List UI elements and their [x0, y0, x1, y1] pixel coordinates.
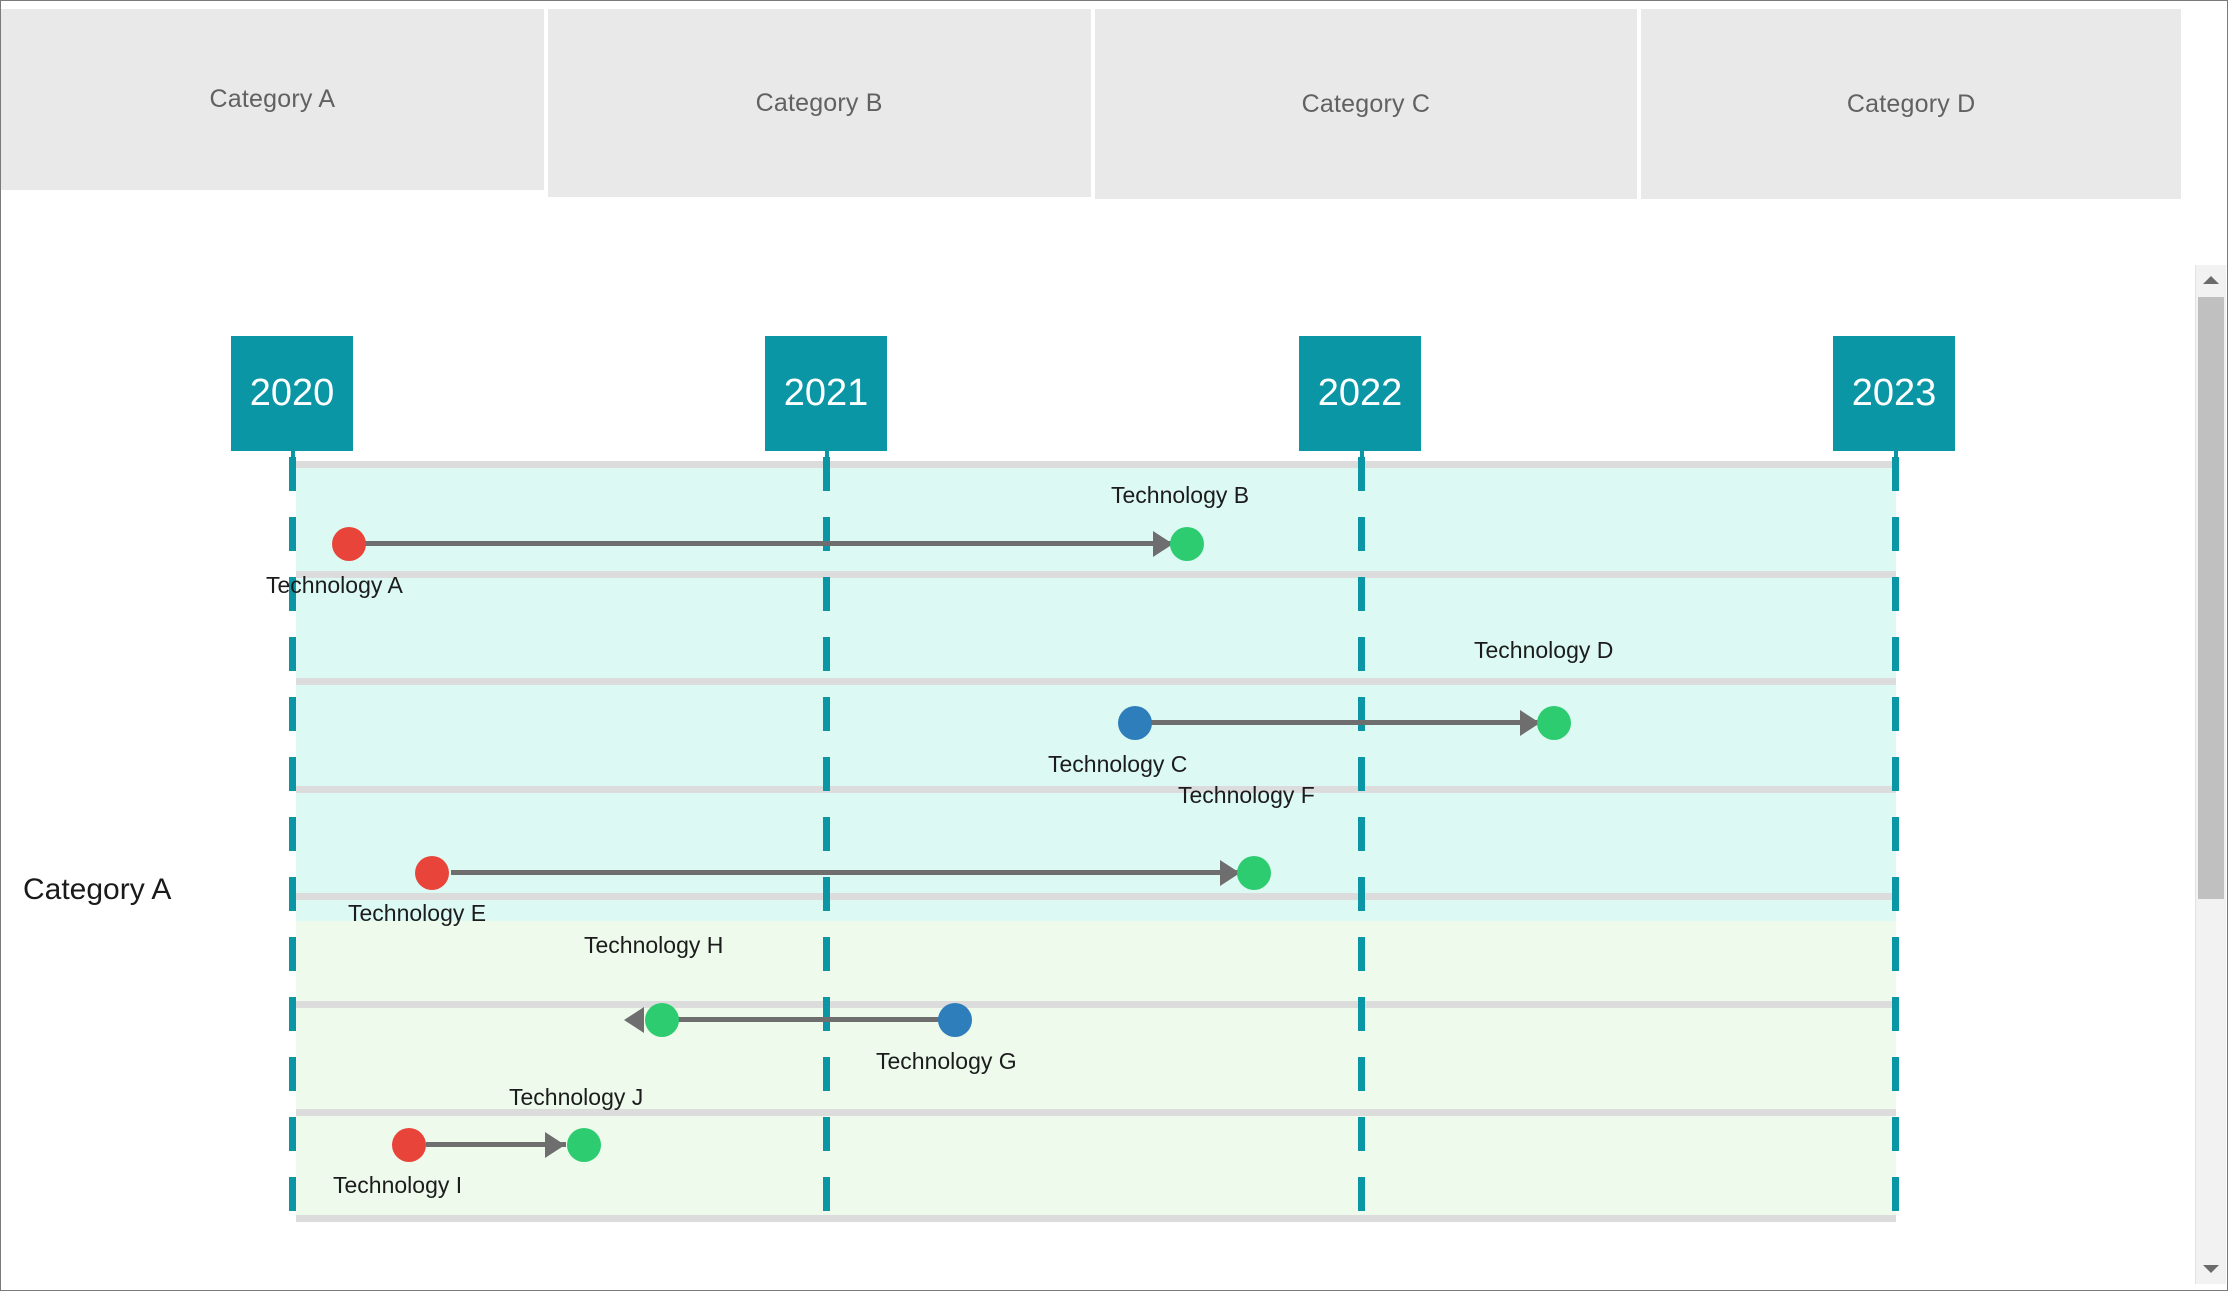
row-rule [296, 1001, 1896, 1008]
node-technology-c[interactable] [1118, 706, 1152, 740]
year-guide-2021 [823, 199, 830, 1284]
node-technology-b[interactable] [1170, 527, 1204, 561]
node-label-technology-e: Technology E [348, 900, 487, 926]
node-technology-h[interactable] [645, 1003, 679, 1037]
row-rule [296, 571, 1896, 578]
year-stem-2020 [291, 451, 295, 465]
arrowhead-a-to-b [1153, 531, 1173, 557]
year-stem-2021 [825, 451, 829, 465]
swimlane-band-category-a [296, 465, 1896, 762]
node-technology-a[interactable] [332, 527, 366, 561]
connector-e-to-f [451, 870, 1241, 875]
tab-label: Category D [1846, 89, 1976, 118]
scrollbar-thumb[interactable] [2198, 297, 2224, 899]
year-label: 2021 [783, 372, 869, 414]
node-label-technology-f: Technology F [1178, 782, 1315, 808]
node-label-technology-g: Technology G [876, 1048, 1017, 1074]
node-label-technology-c: Technology C [1048, 751, 1188, 777]
row-rule [296, 786, 1896, 793]
node-technology-j[interactable] [567, 1128, 601, 1162]
connector-g-to-h [677, 1017, 955, 1022]
tab-label: Category A [209, 85, 336, 113]
node-label-technology-h: Technology H [584, 932, 724, 958]
scroll-up-button[interactable] [2196, 265, 2226, 295]
category-axis-label-a: Category A [23, 873, 172, 906]
node-label-technology-d: Technology D [1474, 637, 1614, 663]
chevron-up-icon [2203, 276, 2219, 284]
year-guide-2023 [1892, 199, 1899, 1284]
row-rule [296, 1109, 1896, 1116]
tab-category-d[interactable]: Category D [1641, 9, 2181, 199]
year-marker-2022[interactable]: 2022 [1299, 336, 1421, 451]
node-label-technology-b: Technology B [1111, 482, 1250, 508]
row-rule [296, 893, 1896, 900]
node-label-technology-i: Technology I [333, 1172, 463, 1198]
year-stem-2023 [1894, 451, 1898, 465]
row-rule [296, 1215, 1896, 1222]
category-tab-strip: Category A Category B Category C Categor… [1, 9, 2181, 199]
node-label-technology-a: Technology A [266, 572, 403, 598]
node-technology-i[interactable] [392, 1128, 426, 1162]
node-technology-d[interactable] [1537, 706, 1571, 740]
arrowhead-g-to-h [624, 1007, 644, 1033]
year-label: 2023 [1851, 372, 1937, 414]
year-marker-2023[interactable]: 2023 [1833, 336, 1955, 451]
swimlane-band-category-b [296, 921, 1896, 1219]
year-stem-2022 [1360, 451, 1364, 465]
connector-i-to-j [426, 1142, 566, 1147]
tab-category-b[interactable]: Category B [547, 9, 1091, 197]
tab-category-c[interactable]: Category C [1094, 9, 1638, 199]
node-label-technology-j: Technology J [509, 1084, 644, 1110]
connector-a-to-b [363, 541, 1175, 546]
timeline-chart-surface: 2020 2021 2022 2023 Category A Category … [1, 199, 2181, 1284]
connector-c-to-d [1151, 720, 1541, 725]
tab-label: Category C [1301, 89, 1431, 118]
year-label: 2022 [1317, 372, 1403, 414]
arrowhead-e-to-f [1220, 860, 1240, 886]
row-rule [296, 461, 1896, 468]
node-technology-e[interactable] [415, 856, 449, 890]
node-technology-f[interactable] [1237, 856, 1271, 890]
year-guide-2020 [289, 199, 296, 1284]
tab-label: Category B [755, 88, 883, 117]
year-marker-2021[interactable]: 2021 [765, 336, 887, 451]
node-technology-g[interactable] [938, 1003, 972, 1037]
chevron-down-icon [2203, 1265, 2219, 1273]
vertical-scrollbar[interactable] [2195, 265, 2226, 1284]
row-rule [296, 678, 1896, 685]
arrowhead-i-to-j [545, 1132, 565, 1158]
scroll-down-button[interactable] [2196, 1254, 2226, 1284]
arrowhead-c-to-d [1520, 710, 1540, 736]
year-label: 2020 [249, 372, 335, 414]
year-guide-2022 [1358, 199, 1365, 1284]
tab-category-a[interactable]: Category A [1, 9, 544, 190]
year-marker-2020[interactable]: 2020 [231, 336, 353, 451]
